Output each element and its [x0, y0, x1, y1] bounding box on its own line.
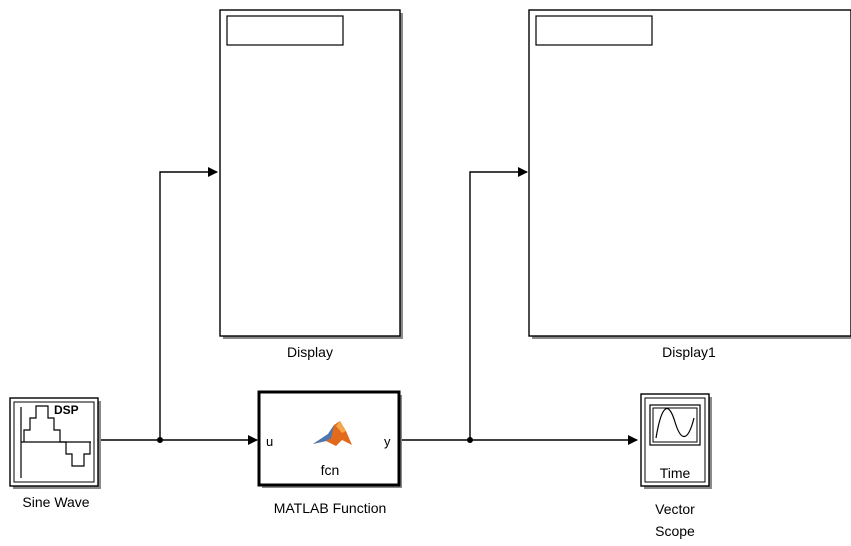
display1-value-field: [535, 15, 653, 46]
display-block[interactable]: [219, 9, 403, 339]
signal-lines: [101, 167, 638, 445]
vector-scope-block[interactable]: Time: [640, 393, 712, 489]
output-port-label: y: [384, 434, 391, 449]
input-port-label: u: [266, 434, 273, 449]
scope-mode-label: Time: [660, 465, 691, 481]
matlab-logo-icon: [313, 421, 352, 446]
discrete-sine-icon: [20, 405, 91, 478]
sine-wave-inner-frame: [13, 401, 95, 483]
matlab-function-label: MATLAB Function: [274, 500, 387, 516]
branch-point-1: [157, 437, 163, 443]
sine-wave-label: Sine Wave: [22, 494, 89, 510]
dsp-badge: DSP: [54, 403, 79, 417]
scope-screen-icon: [649, 404, 701, 446]
sine-wave-block[interactable]: DSP: [9, 397, 101, 489]
branch-point-2: [467, 437, 473, 443]
display-label: Display: [287, 344, 333, 360]
display-value-field: [226, 15, 344, 46]
matlab-function-block[interactable]: u y fcn: [257, 390, 402, 488]
function-name: fcn: [321, 462, 340, 478]
signal-branch-to-display[interactable]: [159, 167, 218, 440]
signal-branch-to-display1[interactable]: [469, 167, 528, 440]
display1-label: Display1: [662, 344, 716, 360]
vector-scope-label-line1: Vector: [655, 501, 695, 517]
display-frame: [219, 9, 401, 337]
display1-block[interactable]: [528, 9, 851, 339]
vector-scope-inner-frame: [644, 397, 706, 483]
display1-frame: [528, 9, 851, 337]
vector-scope-label-line2: Scope: [655, 523, 695, 539]
